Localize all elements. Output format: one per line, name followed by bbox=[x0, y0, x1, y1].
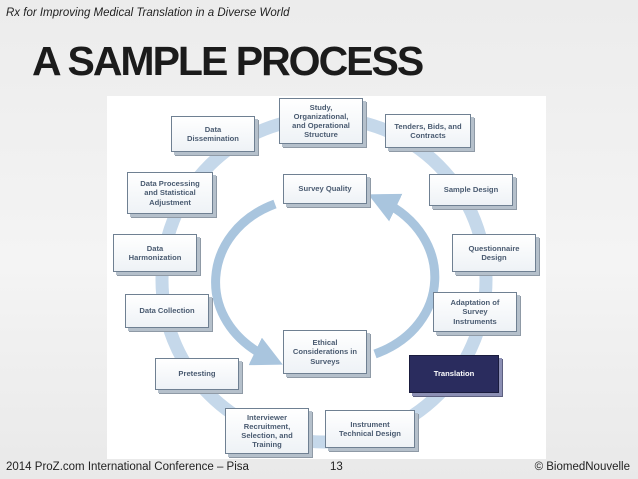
node-study-structure: Study, Organizational, and Operational S… bbox=[279, 98, 363, 144]
node-data-processing: Data Processing and Statistical Adjustme… bbox=[127, 172, 213, 214]
node-sample-design: Sample Design bbox=[429, 174, 513, 206]
inner-arrow-left bbox=[211, 199, 283, 366]
node-ethical-considerations: Ethical Considerations in Surveys bbox=[283, 330, 367, 374]
node-questionnaire-design: Questionnaire Design bbox=[452, 234, 536, 272]
slide-header: Rx for Improving Medical Translation in … bbox=[6, 7, 290, 19]
node-adaptation-survey-instruments: Adaptation of Survey Instruments bbox=[433, 292, 517, 332]
node-pretesting: Pretesting bbox=[155, 358, 239, 390]
node-tenders-bids-contracts: Tenders, Bids, and Contracts bbox=[385, 114, 471, 148]
footer-page-number: 13 bbox=[330, 461, 343, 473]
node-data-collection: Data Collection bbox=[125, 294, 209, 328]
footer-conference: 2014 ProZ.com International Conference –… bbox=[6, 461, 249, 473]
node-survey-quality: Survey Quality bbox=[283, 174, 367, 204]
slide-title: A SAMPLE PROCESS bbox=[32, 38, 424, 84]
footer-copyright: © BiomedNouvelle bbox=[534, 461, 630, 473]
node-interviewer-recruitment: Interviewer Recruitment, Selection, and … bbox=[225, 408, 309, 454]
process-diagram: Study, Organizational, and Operational S… bbox=[107, 96, 546, 459]
node-data-harmonization: Data Harmonization bbox=[113, 234, 197, 272]
node-translation: Translation bbox=[409, 355, 499, 393]
node-instrument-technical-design: Instrument Technical Design bbox=[325, 410, 415, 448]
inner-arrow-right bbox=[368, 193, 440, 359]
node-data-dissemination: Data Dissemination bbox=[171, 116, 255, 152]
